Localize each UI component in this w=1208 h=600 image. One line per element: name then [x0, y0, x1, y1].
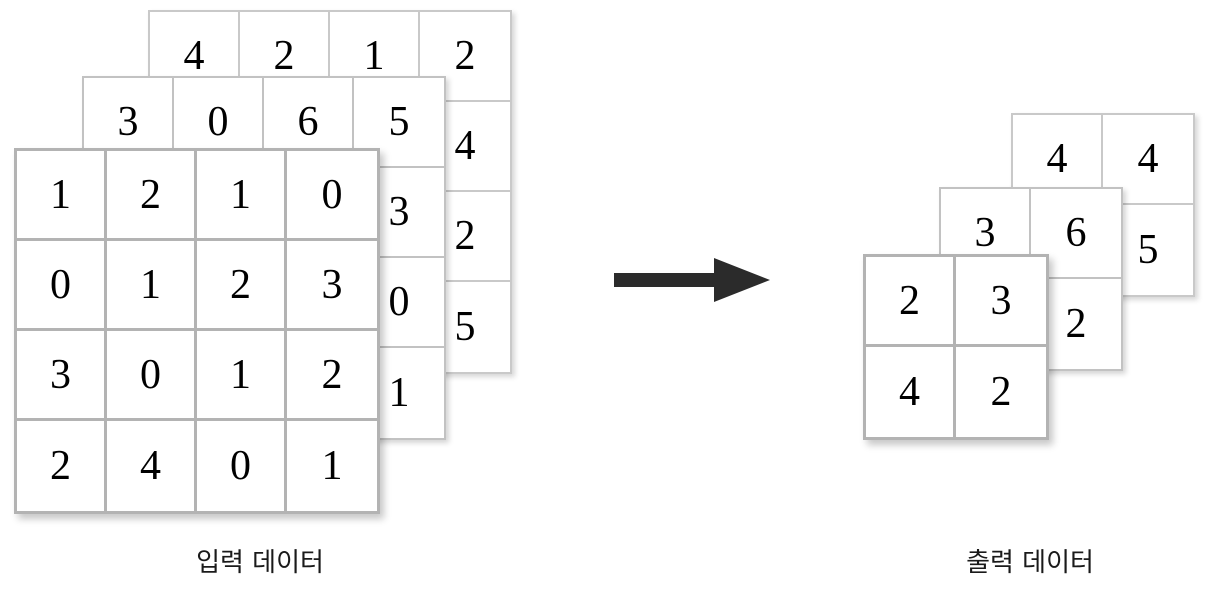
- matrix-cell: 2: [956, 347, 1046, 437]
- matrix-cell: 4: [107, 421, 197, 511]
- matrix-cell: 0: [197, 421, 287, 511]
- matrix-cell: 1: [17, 151, 107, 241]
- matrix-cell: 3: [956, 257, 1046, 347]
- flow-arrow: [612, 252, 772, 308]
- matrix-cell: 1: [197, 331, 287, 421]
- matrix-cell: 0: [107, 331, 197, 421]
- matrix-cell: 4: [866, 347, 956, 437]
- matrix-cell: 2: [866, 257, 956, 347]
- arrow-right-icon: [614, 258, 770, 302]
- input-data-caption: 입력 데이터: [196, 548, 324, 578]
- matrix-cell: 3: [287, 241, 377, 331]
- matrix-cell: 0: [17, 241, 107, 331]
- matrix-cell: 2: [287, 331, 377, 421]
- matrix-cell: 2: [17, 421, 107, 511]
- arrow-shape: [614, 258, 770, 302]
- matrix-cell: 1: [197, 151, 287, 241]
- matrix-cell: 2: [107, 151, 197, 241]
- matrix-cell: 0: [287, 151, 377, 241]
- matrix-cell: 2: [197, 241, 287, 331]
- output-data-caption: 출력 데이터: [966, 548, 1094, 578]
- matrix-cell: 1: [287, 421, 377, 511]
- matrix-cell: 3: [17, 331, 107, 421]
- matrix-cell: 1: [107, 241, 197, 331]
